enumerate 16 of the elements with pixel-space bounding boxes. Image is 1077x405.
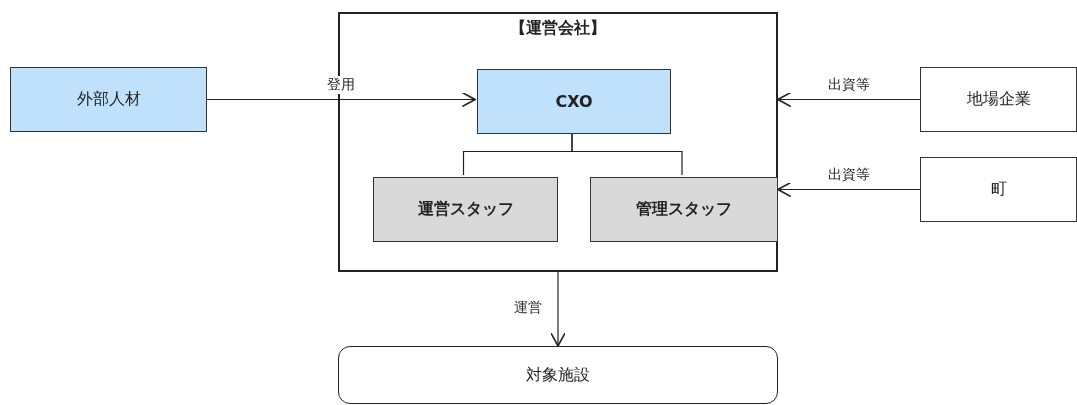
edge-label: 出資等 bbox=[826, 165, 872, 184]
arrow bbox=[777, 91, 921, 108]
facility-box: 対象施設 bbox=[338, 346, 778, 404]
role-box: CXO bbox=[477, 69, 671, 134]
role-box: 外部人材 bbox=[10, 67, 207, 132]
entity-box: 地場企業 bbox=[920, 67, 1077, 132]
entity-box: 町 bbox=[920, 157, 1077, 222]
staff-box: 管理スタッフ bbox=[590, 177, 778, 242]
arrow bbox=[550, 271, 566, 347]
arrow bbox=[777, 181, 921, 198]
arrow bbox=[206, 91, 476, 108]
edge-label: 出資等 bbox=[826, 75, 872, 94]
edge-label: 登用 bbox=[325, 75, 357, 94]
staff-box: 運営スタッフ bbox=[373, 177, 558, 242]
frame-heading: 【運営会社】 bbox=[510, 18, 606, 39]
edge-label: 運営 bbox=[512, 299, 544, 317]
